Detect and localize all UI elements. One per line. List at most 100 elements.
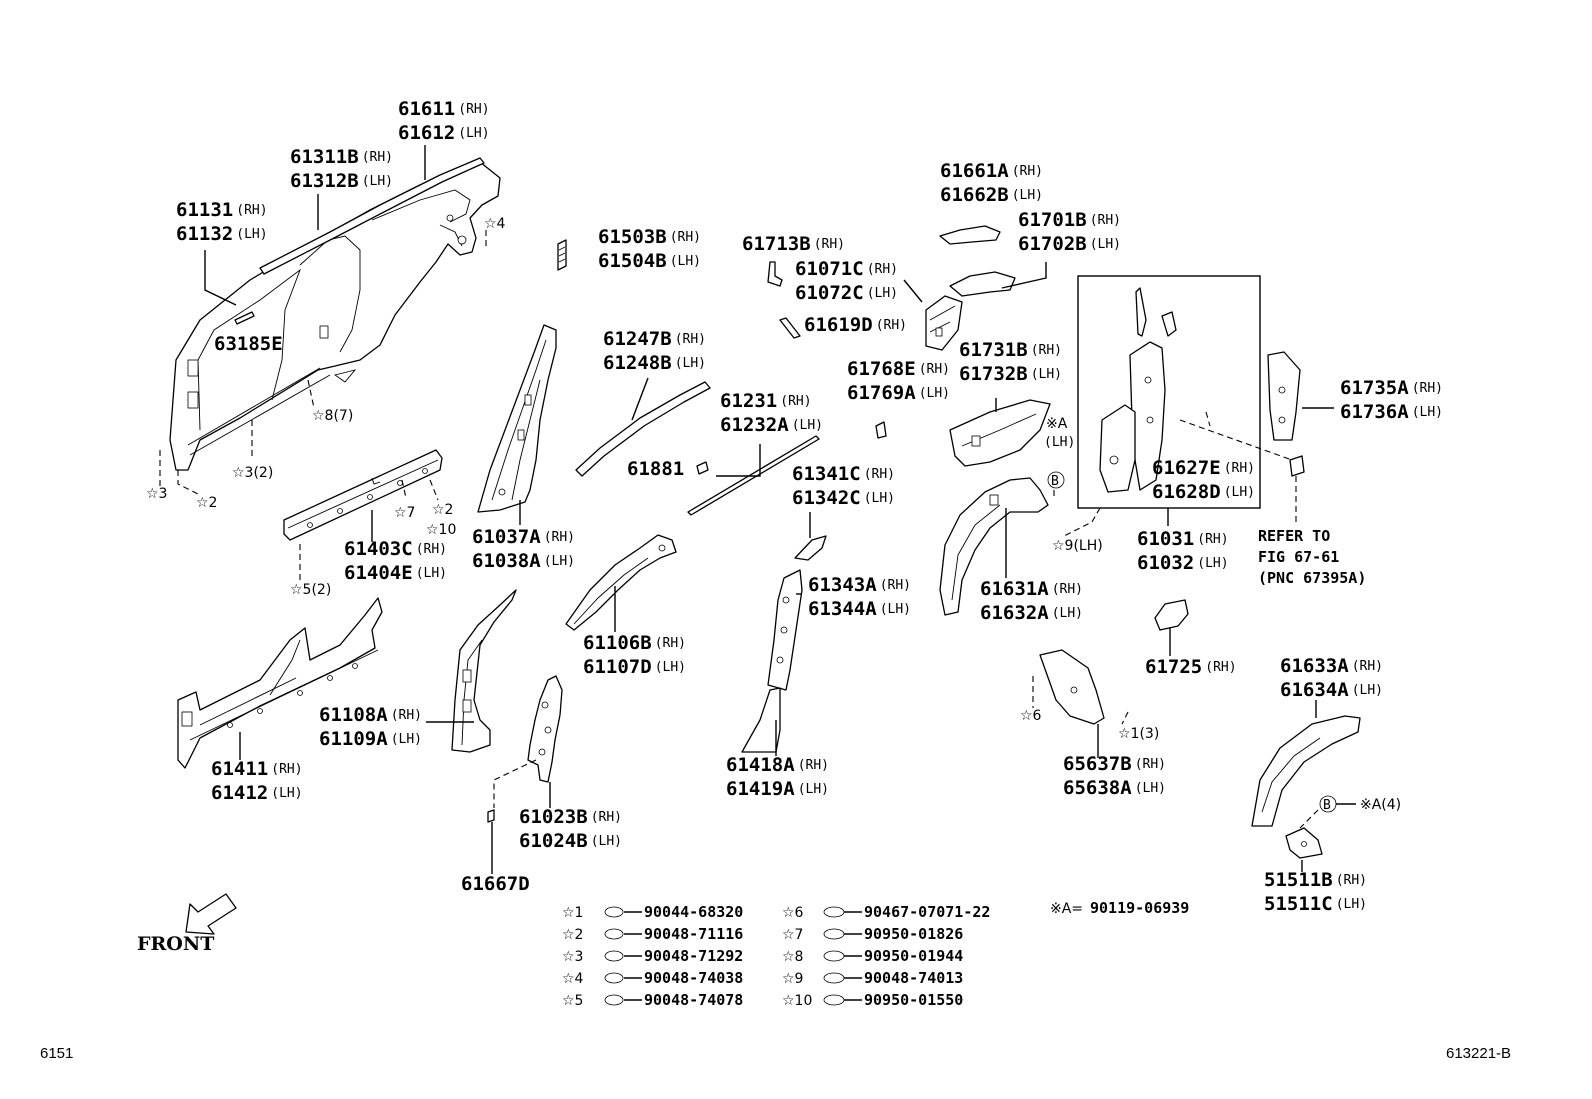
side-designation: (RH) bbox=[814, 237, 845, 252]
front-arrow-icon bbox=[185, 893, 237, 935]
side-designation: (RH) bbox=[919, 362, 950, 377]
bracket-51511b-drawing bbox=[1285, 827, 1323, 859]
part-callout: 61713B(RH) bbox=[742, 233, 845, 255]
rocker-reinforcement-drawing bbox=[283, 449, 443, 541]
bracket-61725-drawing bbox=[1154, 599, 1189, 631]
part-callout: 61071C(RH)61072C(LH) bbox=[795, 258, 898, 304]
part-number: 63185E bbox=[214, 333, 283, 355]
part-number: 61627E bbox=[1152, 457, 1221, 479]
side-designation: (RH) bbox=[544, 530, 575, 545]
front-pillar-inner-drawing bbox=[477, 324, 557, 513]
part-number: 61106B bbox=[583, 632, 652, 654]
part-callout: 61343A(RH)61344A(LH) bbox=[808, 574, 911, 620]
part-callout: 51511B(RH)51511C(LH) bbox=[1264, 869, 1367, 915]
part-number: 61038A bbox=[472, 550, 541, 572]
part-callout: 61661A(RH)61662B(LH) bbox=[940, 160, 1043, 206]
part-number: 61713B bbox=[742, 233, 811, 255]
part-number: 61702B bbox=[1018, 233, 1087, 255]
part-callout: 61411(RH)61412(LH) bbox=[211, 758, 303, 804]
side-designation: (LH) bbox=[1090, 237, 1121, 252]
fastener-mark: ☆3 bbox=[146, 486, 167, 502]
roof-rail-strip-drawing bbox=[259, 157, 485, 275]
part-callout: 61106B(RH)61107D(LH) bbox=[583, 632, 686, 678]
leader-lines bbox=[159, 145, 1356, 874]
part-number: 61619D bbox=[804, 314, 873, 336]
side-designation: (LH) bbox=[1135, 781, 1166, 796]
part-number: 61024B bbox=[519, 830, 588, 852]
front-body-pillar-drawing bbox=[451, 589, 517, 753]
side-designation: (RH) bbox=[670, 230, 701, 245]
legend-mark: ☆2 bbox=[562, 927, 583, 943]
side-designation: (RH) bbox=[458, 102, 489, 117]
fastener-mark: ☆2 bbox=[196, 495, 217, 511]
side-designation: (LH) bbox=[1012, 188, 1043, 203]
part-number: 61248B bbox=[603, 352, 672, 374]
fastener-mark: ☆10 bbox=[426, 522, 456, 538]
side-designation: (LH) bbox=[655, 660, 686, 675]
part-drawings bbox=[169, 157, 1361, 859]
part-callout: 61503B(RH)61504B(LH) bbox=[598, 226, 701, 272]
side-designation: (LH) bbox=[864, 491, 895, 506]
rocker-outer-panel-drawing bbox=[177, 597, 383, 769]
legend-part-number: 90048-74013 bbox=[864, 969, 963, 987]
roof-side-inner-rear-drawing bbox=[949, 399, 1051, 467]
center-pillar-drawing bbox=[767, 569, 803, 691]
part-number: 61342C bbox=[792, 487, 861, 509]
fastener-mark: ☆2 bbox=[432, 502, 453, 518]
side-designation: (LH) bbox=[416, 566, 447, 581]
front-label: FRONT bbox=[137, 933, 214, 955]
bracket-61341c-drawing bbox=[794, 535, 827, 561]
part-callout: 61768E(RH)61769A(LH) bbox=[847, 358, 950, 404]
part-callouts: 61611(RH)61612(LH)61311B(RH)61312B(LH)61… bbox=[176, 98, 1443, 915]
side-designation: (LH) bbox=[362, 174, 393, 189]
part-number: 61612 bbox=[398, 122, 455, 144]
legend-part-number: 90467-07071-22 bbox=[864, 903, 990, 921]
fastener-mark: ☆5(2) bbox=[290, 582, 331, 598]
side-designation: (LH) bbox=[798, 782, 829, 797]
part-number: 61768E bbox=[847, 358, 916, 380]
part-number: 61107D bbox=[583, 656, 652, 678]
legend-mark: ☆9 bbox=[782, 971, 803, 987]
part-callout: 61311B(RH)61312B(LH) bbox=[290, 146, 393, 192]
part-number: 61504B bbox=[598, 250, 667, 272]
hinge-pillar-drawing bbox=[527, 675, 563, 783]
circle-b-icon bbox=[1319, 795, 1337, 813]
part-callout: 61247B(RH)61248B(LH) bbox=[603, 328, 706, 374]
side-designation: (RH) bbox=[1205, 660, 1236, 675]
part-callout: 61341C(RH)61342C(LH) bbox=[792, 463, 895, 509]
part-callout: 61031(RH)61032(LH) bbox=[1137, 528, 1229, 574]
fastener-mark: ☆9(LH) bbox=[1052, 538, 1103, 554]
legend-mark: ☆1 bbox=[562, 905, 583, 921]
lower-pillar-drawing bbox=[741, 687, 781, 753]
fastener-mark: B bbox=[1323, 798, 1331, 813]
side-designation: (LH) bbox=[236, 227, 267, 242]
legend-part-number: 90048-74078 bbox=[644, 991, 743, 1009]
side-designation: (LH) bbox=[880, 602, 911, 617]
clip-61881-drawing bbox=[696, 461, 709, 475]
part-number: 61735A bbox=[1340, 377, 1409, 399]
side-designation: (LH) bbox=[919, 386, 950, 401]
side-designation: (RH) bbox=[271, 762, 302, 777]
part-number: 61632A bbox=[980, 602, 1049, 624]
legend-part-number: 90044-68320 bbox=[644, 903, 743, 921]
clip-61768e-drawing bbox=[875, 421, 887, 439]
side-designation: (RH) bbox=[655, 636, 686, 651]
part-callout: 61611(RH)61612(LH) bbox=[398, 98, 490, 144]
part-callout: 61881 bbox=[627, 458, 684, 480]
side-designation: (LH) bbox=[792, 418, 823, 433]
part-number: 61031 bbox=[1137, 528, 1194, 550]
legend-part-number: 90950-01550 bbox=[864, 991, 963, 1009]
part-callout: 63185E bbox=[214, 333, 283, 355]
side-designation: (LH) bbox=[591, 834, 622, 849]
front-arrow: FRONT bbox=[137, 893, 237, 955]
part-number: 61661A bbox=[940, 160, 1009, 182]
legend-mark: ☆10 bbox=[782, 993, 812, 1009]
part-number: 61312B bbox=[290, 170, 359, 192]
side-designation: (RH) bbox=[1412, 381, 1443, 396]
side-designation: (RH) bbox=[1224, 461, 1255, 476]
fastener-mark: ☆6 bbox=[1020, 708, 1042, 724]
side-designation: (LH) bbox=[675, 356, 706, 371]
